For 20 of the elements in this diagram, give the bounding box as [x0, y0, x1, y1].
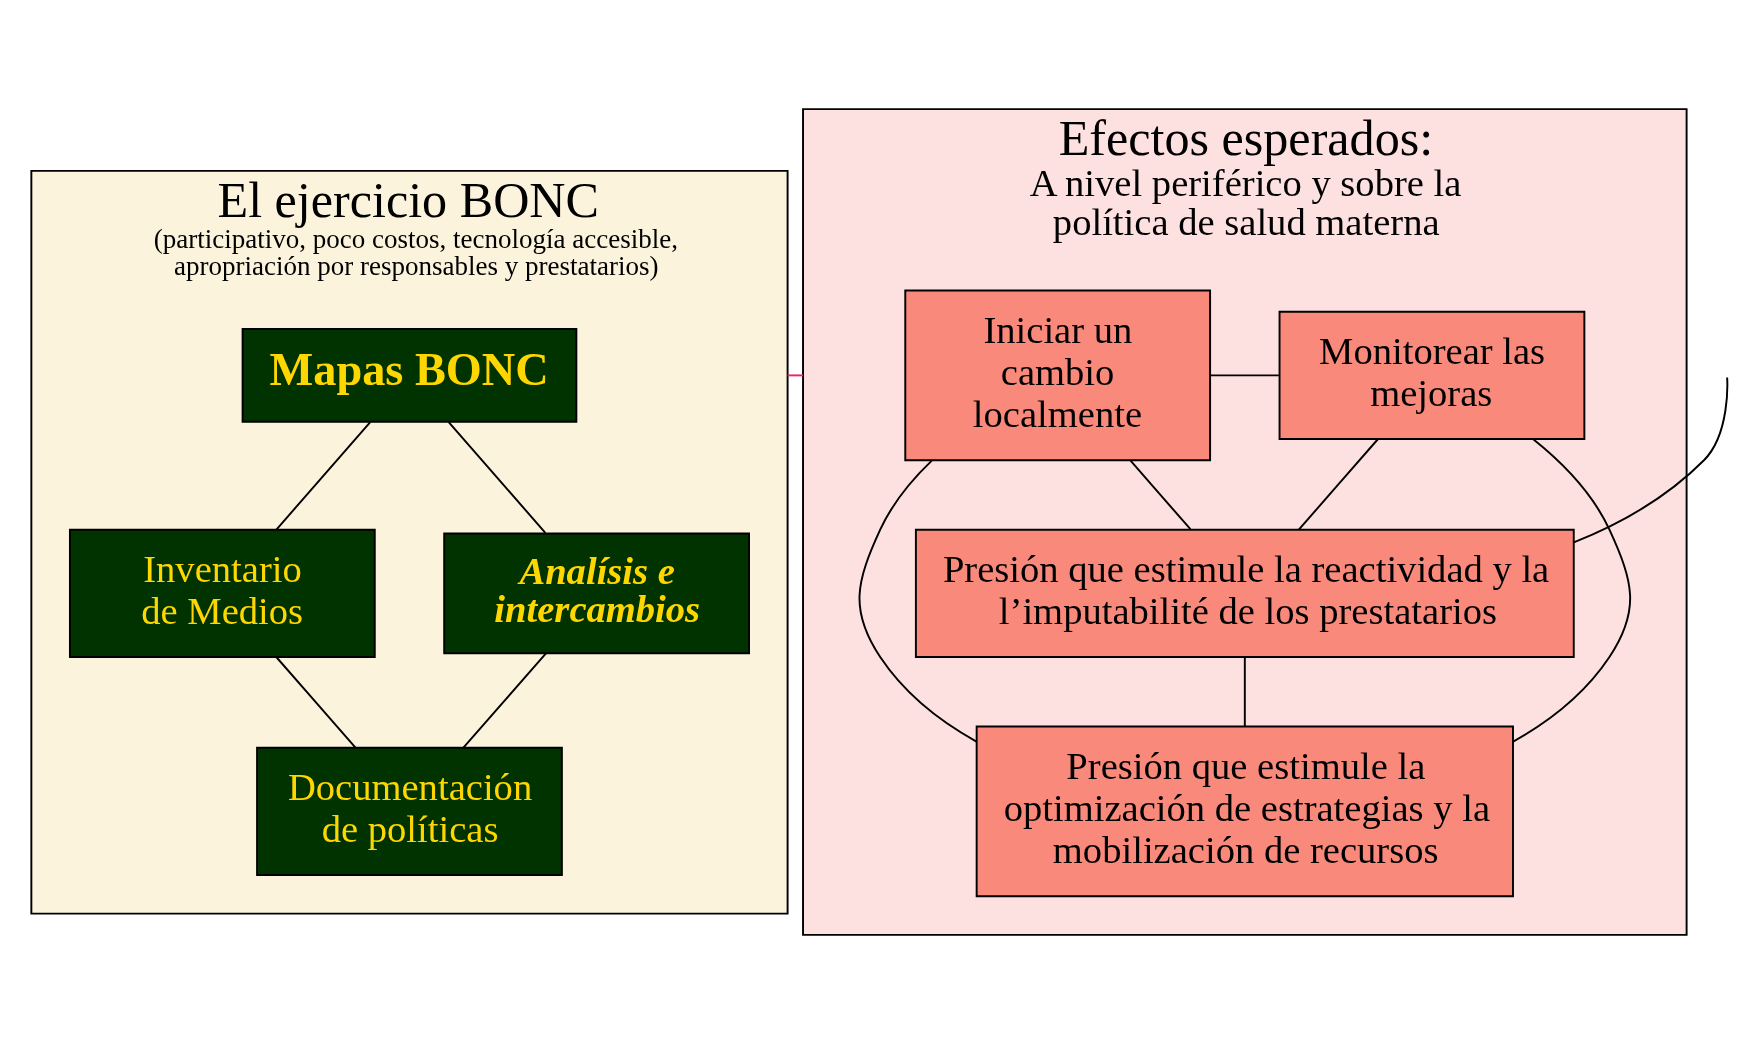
connector: [275, 420, 372, 531]
node-box: Monitorear las mejoras: [1278, 310, 1586, 440]
node-box: Presión que estimule la reactividad y la l’imputabilité de los prestatarios: [914, 528, 1575, 658]
connector: [858, 459, 978, 742]
connector: [786, 373, 804, 376]
connector: [275, 655, 357, 749]
connector: [462, 651, 547, 749]
connector: [1129, 459, 1192, 530]
node-box: Iniciar un cambio localmente: [904, 289, 1212, 461]
node-box: Documentación de políticas: [256, 746, 563, 876]
node-box: Analísis e intercambios: [443, 532, 750, 654]
connector: [1209, 373, 1280, 376]
connector: [1297, 437, 1379, 531]
connector: [1512, 437, 1632, 742]
connector: [447, 420, 547, 534]
node-box: Presión que estimule la optimización de estrategias y la mobilización de recursos: [975, 725, 1514, 897]
connector: [1243, 655, 1246, 727]
connector: [1572, 376, 1729, 543]
node-box: Inventario de Medios: [68, 528, 376, 658]
node-box: Mapas BONC: [241, 327, 578, 423]
